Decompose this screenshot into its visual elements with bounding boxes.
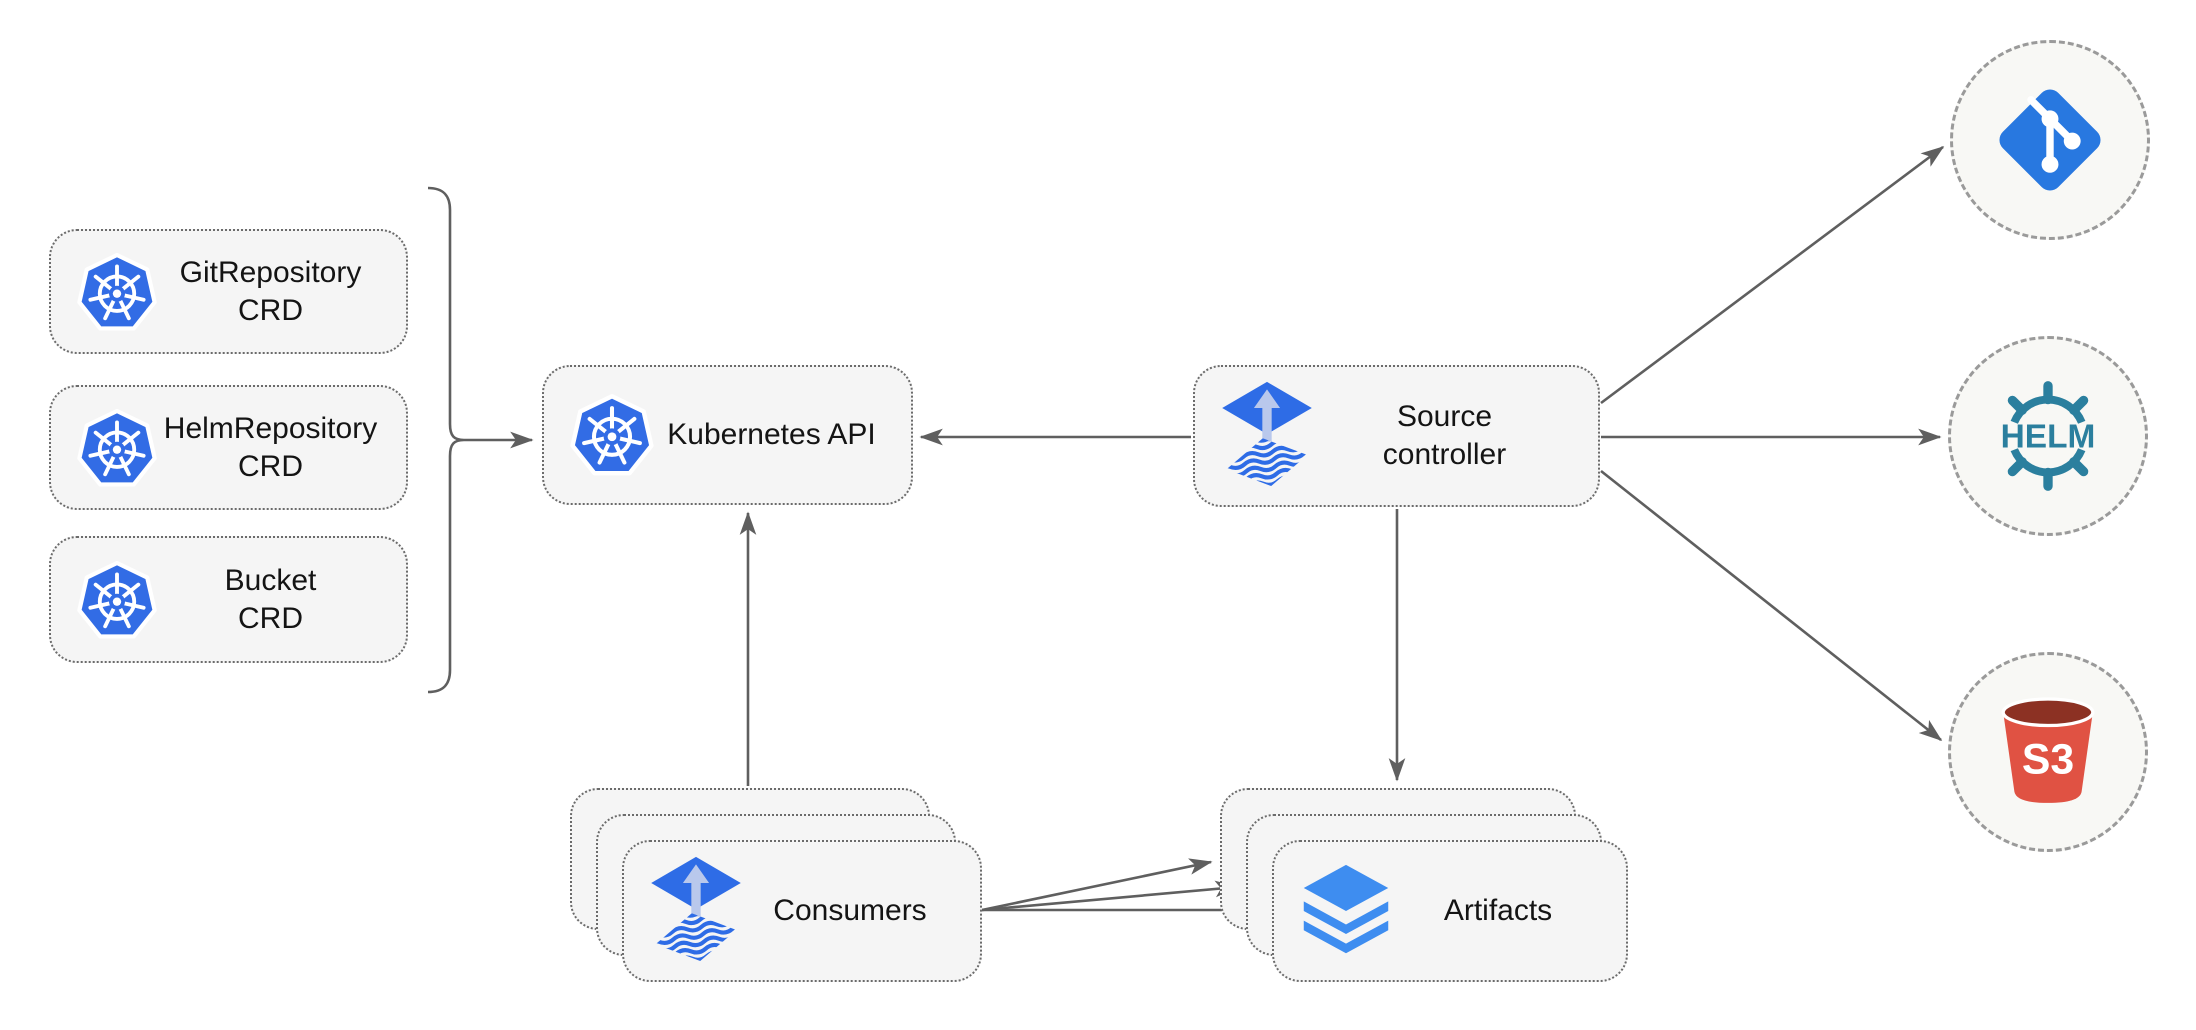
edge-source-to-git [1600, 145, 1945, 405]
node-label: Artifacts [1443, 894, 1553, 927]
kubernetes-icon [75, 558, 159, 642]
node-source-controller: Source controller [1193, 365, 1600, 507]
node-label: Bucket CRD [224, 563, 317, 635]
node-git-source [1950, 40, 2150, 240]
node-helmrepository-crd: HelmRepository CRD [49, 385, 408, 510]
node-artifacts: Artifacts [1272, 840, 1628, 982]
s3-bucket-icon: S3 [1995, 696, 2101, 808]
node-s3-source: S3 [1948, 652, 2148, 852]
helm-wordmark: HELM [2001, 418, 2096, 455]
git-icon [1995, 85, 2105, 195]
layers-icon [1298, 863, 1394, 959]
node-helm-source: HELM [1948, 336, 2148, 536]
node-label: GitRepository CRD [179, 255, 362, 327]
s3-wordmark: S3 [2022, 735, 2074, 783]
edge-source-to-s3 [1600, 469, 1943, 742]
crd-group-brace [427, 186, 465, 694]
node-label: HelmRepository CRD [163, 411, 378, 483]
node-bucket-crd: Bucket CRD [49, 536, 408, 663]
kubernetes-icon [75, 250, 159, 334]
flux-icon [648, 855, 744, 967]
edge-consumers-to-artifacts-2 [981, 880, 1239, 912]
node-label: Consumers [773, 894, 927, 927]
node-label: Kubernetes API [667, 418, 876, 451]
helm-icon: HELM [1989, 377, 2107, 495]
node-consumers: Consumers [622, 840, 982, 982]
node-kubernetes-api: Kubernetes API [542, 365, 913, 505]
kubernetes-icon [568, 391, 656, 479]
edge-consumers-to-artifacts-1 [981, 858, 1213, 912]
node-label: Source controller [1382, 400, 1507, 471]
flux-icon [1219, 380, 1315, 492]
node-gitrepository-crd: GitRepository CRD [49, 229, 408, 354]
kubernetes-icon [75, 406, 159, 490]
